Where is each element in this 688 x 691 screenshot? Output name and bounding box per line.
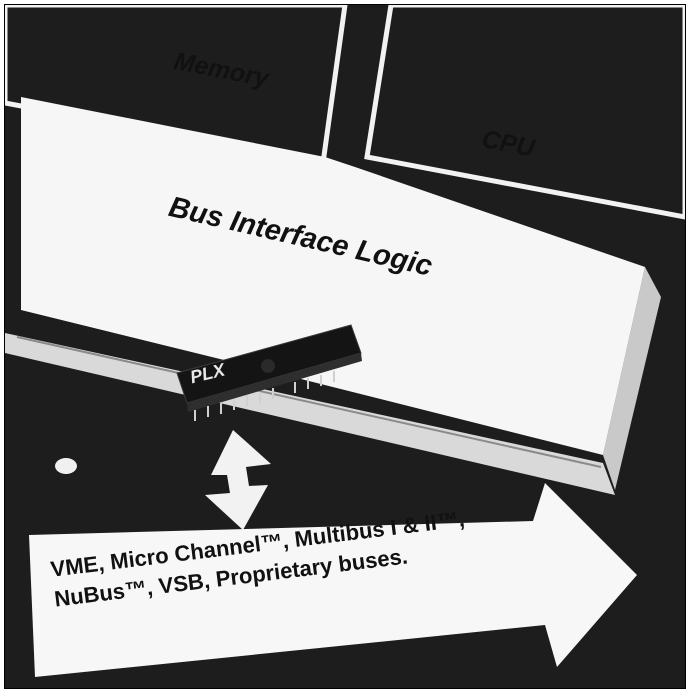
cpu-block bbox=[367, 5, 685, 217]
diagram-frame: Memory CPU Bus Interface Logic PLX VME, … bbox=[4, 4, 686, 689]
double-arrow bbox=[205, 430, 271, 530]
bus-logic-block bbox=[21, 97, 645, 455]
dot-mark bbox=[55, 458, 77, 474]
